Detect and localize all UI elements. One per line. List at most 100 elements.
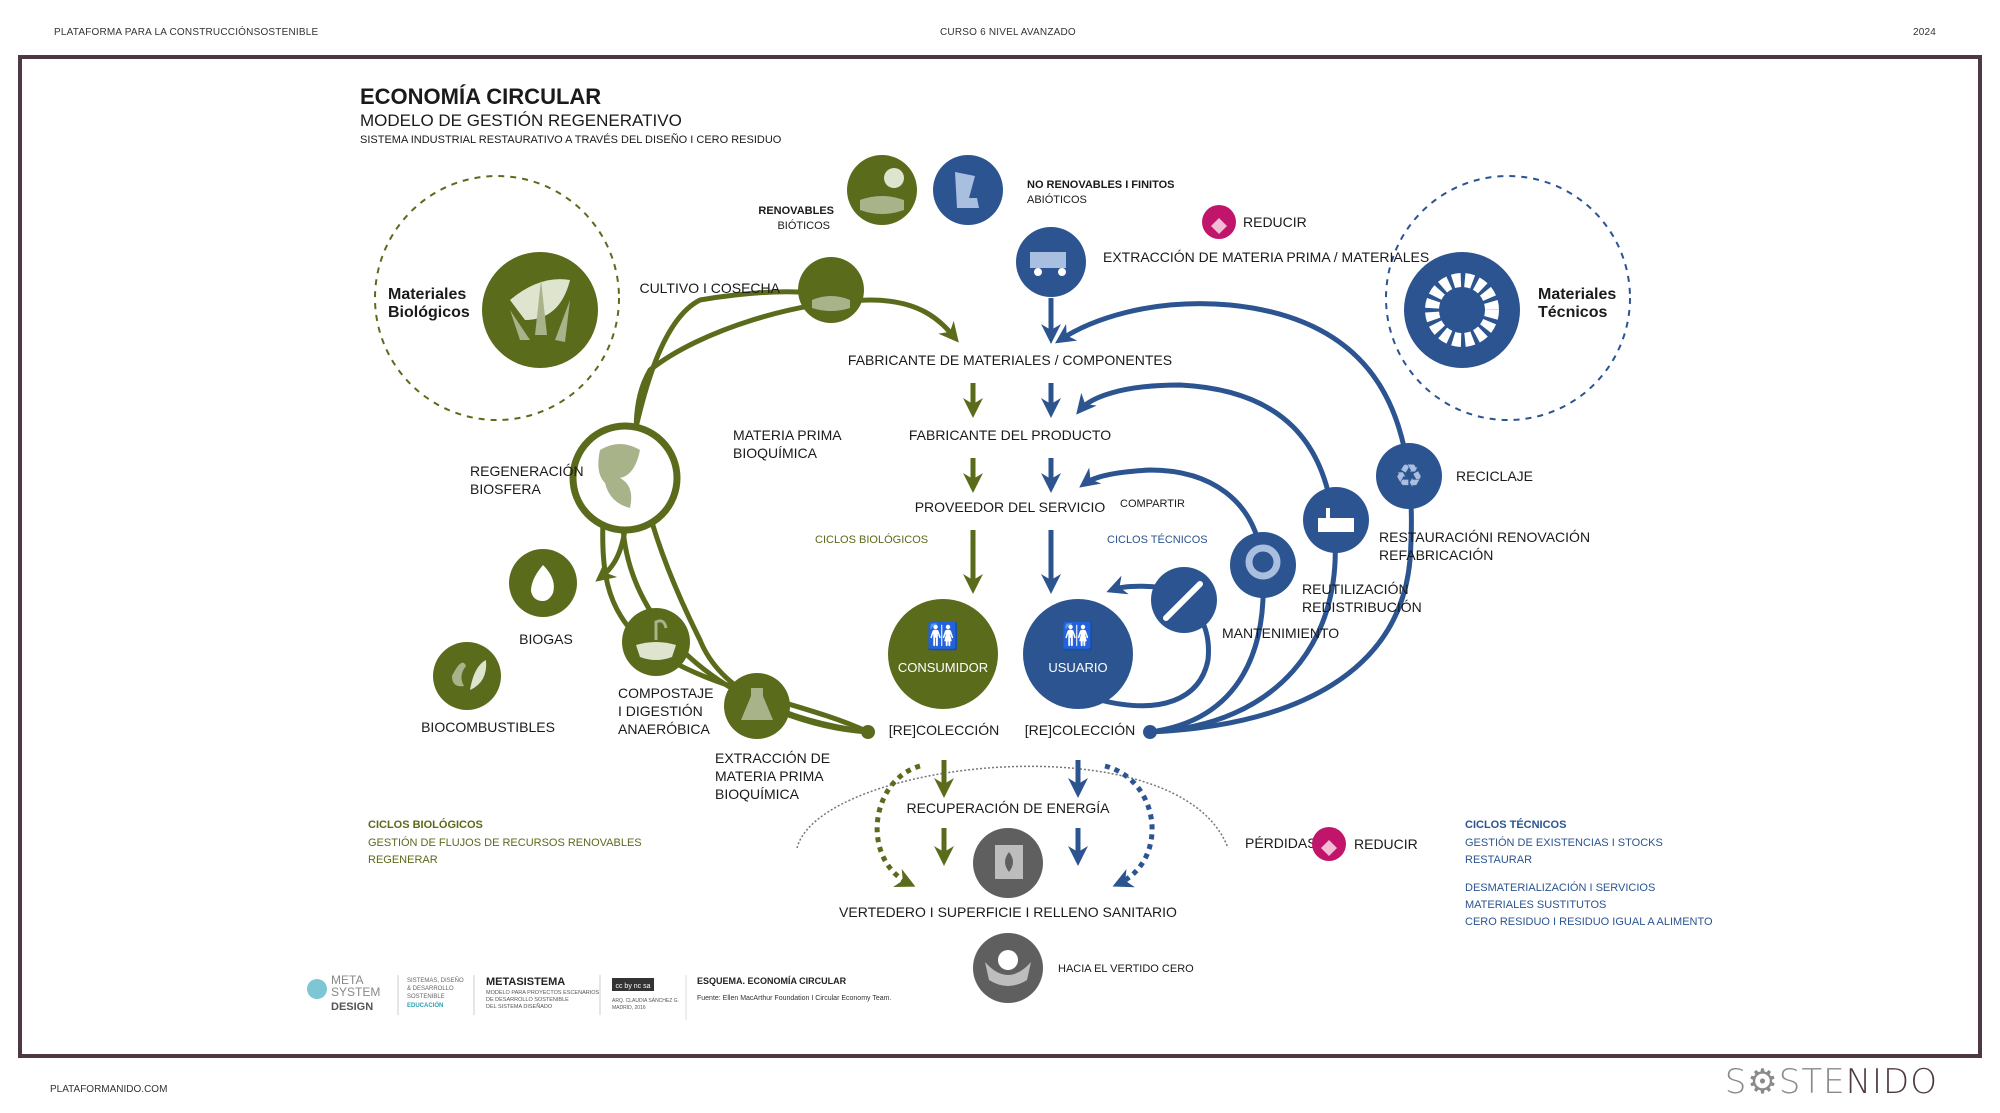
bio-extraction-label-2: MATERIA PRIMA [715,768,824,784]
diagram-frame [18,55,1982,1058]
user-node [1023,599,1133,709]
renewables-label: RENOVABLES [758,205,834,217]
svg-text:EDUCACIÓN: EDUCACIÓN [407,1001,443,1009]
recollection-tech-label: [RE]COLECCIÓN [1025,722,1135,738]
diagram-subtitle: MODELO DE GESTIÓN REGENERATIVO [360,111,682,130]
reduce-label-top: REDUCIR [1243,214,1307,230]
reuse-icon [1230,532,1296,598]
nonrenewables-label: NO RENOVABLES I FINITOS [1027,179,1175,191]
biofuels-label: BIOCOMBUSTIBLES [421,719,555,735]
svg-text:DESIGN: DESIGN [331,1001,373,1013]
manufacturer-materials-label: FABRICANTE DE MATERIALES / COMPONENTES [848,352,1172,368]
svg-text:META: META [331,973,363,987]
recollection-bio-label: [RE]COLECCIÓN [889,722,999,738]
credits-block: META SYSTEM DESIGN SISTEMAS, DISEÑO & DE… [307,973,891,1020]
scheme-label: ESQUEMA. ECONOMÍA CIRCULAR [697,976,847,986]
landfill-label: VERTEDERO I SUPERFICIE I RELLENO SANITAR… [839,904,1177,920]
bio-loss-dotted-arrow [874,763,921,887]
tech-loss-dotted-arrow [1104,763,1155,888]
biochem-raw-label-2: BIOQUÍMICA [733,445,818,461]
harvest-label: CULTIVO I COSECHA [639,280,780,296]
reduce-label-bottom: REDUCIR [1354,836,1418,852]
legend-bio-title: CICLOS BIOLÓGICOS [368,818,483,831]
bio-dashed-ring [374,175,620,421]
tech-materials-label-2: Técnicos [1538,304,1607,321]
svg-text:MODELO PARA PROYECTOS ESCENARI: MODELO PARA PROYECTOS ESCENARIOS [486,990,600,996]
tech-collection-dot [1143,725,1157,739]
diagram-title: ECONOMÍA CIRCULAR [360,84,601,109]
svg-text:cc by nc sa: cc by nc sa [615,983,650,990]
tech-dashed-ring [1385,175,1631,421]
diagram-tagline: SISTEMA INDUSTRIAL RESTAURATIVO A TRAVÉS… [360,133,782,146]
bio-collection-dot [861,725,875,739]
tech-cycles-center-label: CICLOS TÉCNICOS [1107,533,1208,546]
consumer-node [888,599,998,709]
bio-materials-label-1: Materiales [388,286,466,303]
compost-label-2: I DIGESTIÓN [618,703,703,719]
legend-bio-line-1: GESTIÓN DE FLUJOS DE RECURSOS RENOVABLES [368,836,642,849]
brand-logo-dark: NIDO [1845,1062,1938,1102]
svg-text:DEL SISTEMA DISEÑADO: DEL SISTEMA DISEÑADO [486,1003,553,1010]
extraction-label: EXTRACCIÓN DE MATERIA PRIMA / MATERIALES [1103,249,1429,265]
energy-recovery-label: RECUPERACIÓN DE ENERGÍA [906,800,1110,816]
svg-text:♻: ♻ [1395,457,1424,495]
nonrenewables-sublabel: ABIÓTICOS [1027,193,1087,206]
renewables-sublabel: BIÓTICOS [777,219,830,232]
consumer-label: CONSUMIDOR [898,660,988,675]
compost-label-1: COMPOSTAJE [618,685,713,701]
biofuels-icon [433,642,501,710]
renewables-sun-wind-icon [847,155,917,225]
legend-tech-line-5: CERO RESIDUO I RESIDUO IGUAL A ALIMENTO [1465,916,1713,928]
svg-text:DE DESARROLLO SOSTENIBLE: DE DESARROLLO SOSTENIBLE [486,997,569,1003]
svg-text:SYSTEM: SYSTEM [331,985,380,999]
source-label: Fuente: Ellen MacArthur Foundation I Cir… [697,995,891,1002]
legend-tech-line-4: MATERIALES SUSTITUTOS [1465,899,1606,911]
svg-text:ARQ. CLAUDIA SÁNCHEZ G.: ARQ. CLAUDIA SÁNCHEZ G. [612,997,679,1004]
biosphere-label-2: BIOSFERA [470,481,541,497]
svg-text:SISTEMAS, DISEÑO: SISTEMAS, DISEÑO [407,977,464,984]
svg-text:METASISTEMA: METASISTEMA [486,976,565,988]
legend-tech-line-2: RESTAURAR [1465,854,1532,866]
header-left-text: PLATAFORMA PARA LA CONSTRUCCIÓNSOSTENIBL… [54,27,319,38]
recycle-icon [1376,443,1442,509]
svg-text:& DESARROLLO: & DESARROLLO [407,986,454,992]
bio-extraction-label-1: EXTRACCIÓN DE [715,750,830,766]
tech-materials-group: Materiales Técnicos [1385,175,1631,421]
recycling-label: RECICLAJE [1456,468,1533,484]
compost-label-3: ANAERÓBICA [618,721,710,737]
product-manufacturer-label: FABRICANTE DEL PRODUCTO [909,427,1111,443]
reuse-label-1: REUTILIZACIÓN [1302,581,1409,597]
biosphere-label-1: REGENERACIÓN [470,463,584,479]
creative-commons-badge [612,978,654,991]
losses-dotted-arc [796,765,1229,849]
legend-tech-line-1: GESTIÓN DE EXISTENCIAS I STOCKS [1465,836,1663,849]
meta-system-logo-icon [307,979,327,999]
harvest-icon [798,257,864,323]
legend-bio-line-2: REGENERAR [368,854,438,866]
tech-materials-label-1: Materiales [1538,286,1616,303]
share-label: COMPARTIR [1120,498,1185,510]
restoration-label-1: RESTAURACIÓNI RENOVACIÓN [1379,529,1590,545]
bio-materials-label-2: Biológicos [388,304,470,321]
bio-materials-group: Materiales Biológicos [374,175,620,421]
legend-tech-title: CICLOS TÉCNICOS [1465,818,1566,831]
losses-label: PÉRDIDAS [1245,835,1317,851]
maintenance-label: MANTENIMIENTO [1222,625,1339,641]
header-course-text: CURSO 6 NIVEL AVANZADO [940,27,1076,38]
people-icon-consumer: 🚻 [927,621,959,651]
legend-tech-line-3: DESMATERIALIZACIÓN I SERVICIOS [1465,881,1655,894]
header-year-text: 2024 [1912,27,1936,38]
people-icon-user: 🚻 [1062,621,1094,651]
biochem-raw-label-1: MATERIA PRIMA [733,427,842,443]
bio-cycles-center-label: CICLOS BIOLÓGICOS [815,533,928,546]
zero-landfill-label: HACIA EL VERTIDO CERO [1058,963,1194,975]
reuse-label-2: REDISTRIBUCIÓN [1302,599,1422,615]
svg-text:MADRID, 2016: MADRID, 2016 [612,1005,646,1011]
brand-logo-light: S⚙STE [1724,1062,1846,1102]
restoration-label-2: REFABRICACIÓN [1379,547,1493,563]
earth-globe-icon [569,422,681,534]
service-provider-label: PROVEEDOR DEL SERVICIO [915,499,1106,515]
footer-url[interactable]: PLATAFORMANIDO.COM [50,1084,168,1095]
bio-extraction-label-3: BIOQUÍMICA [715,786,800,802]
